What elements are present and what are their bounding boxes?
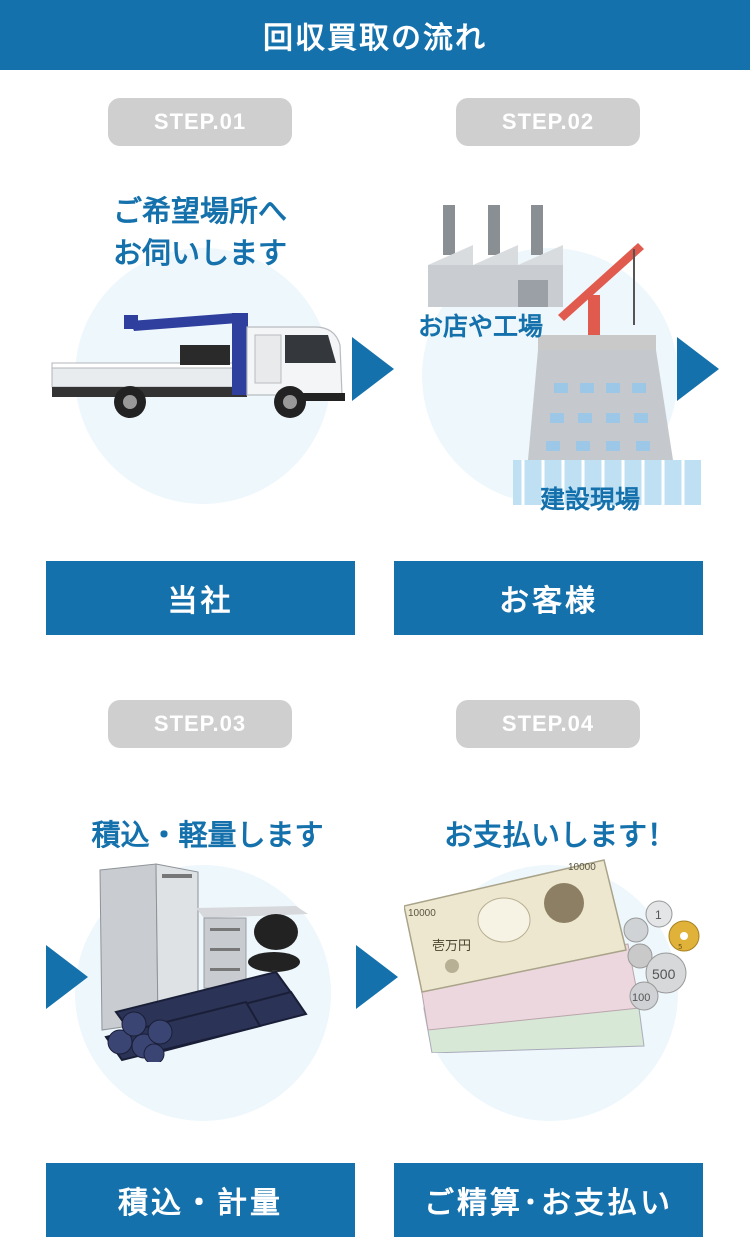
arrow-right-icon: [352, 337, 394, 401]
note-value-top: 10000: [408, 908, 436, 919]
step-02-caption-bottom: 建設現場: [540, 485, 641, 514]
step-01-heading: ご希望場所へ お伺いします: [40, 190, 360, 274]
step-03-badge: STEP.03: [108, 700, 292, 748]
step-02-badge: STEP.02: [456, 98, 640, 146]
note-value-corner: 10000: [568, 862, 596, 873]
yen-money-icon: 10000 10000 壱万円 1 5 500 100: [404, 859, 700, 1053]
factory-construction-icon: [428, 205, 701, 505]
step-04-heading: お支払いします！: [443, 818, 676, 852]
coin-5: 5: [678, 943, 682, 951]
note-text: 壱万円: [432, 939, 471, 954]
crane-truck-icon: [51, 313, 345, 418]
step-02-label: お客様: [394, 561, 703, 635]
step-03-label: 積込・計量: [46, 1163, 355, 1237]
step-01-heading-line2: お伺いします: [112, 236, 287, 270]
step-02-caption-top: お店や工場: [418, 312, 544, 341]
step-01-heading-line1: ご希望場所へ: [112, 194, 287, 228]
arrow-right-icon: [677, 337, 719, 401]
step-01-badge: STEP.01: [108, 98, 292, 146]
step-01-label: 当社: [46, 561, 355, 635]
coin-1: 1: [655, 908, 662, 922]
step-04-label: ご精算･お支払い: [394, 1163, 703, 1237]
coin-100: 100: [632, 992, 650, 1004]
section-title: 回収買取の流れ: [0, 0, 750, 70]
arrow-right-icon: [46, 945, 88, 1009]
arrow-right-icon: [356, 945, 398, 1009]
step-03-heading: 積込・軽量します: [91, 818, 324, 852]
step-04-badge: STEP.04: [456, 700, 640, 748]
scrap-pipes-locker-icon: [99, 863, 308, 1062]
coin-500: 500: [652, 966, 676, 982]
